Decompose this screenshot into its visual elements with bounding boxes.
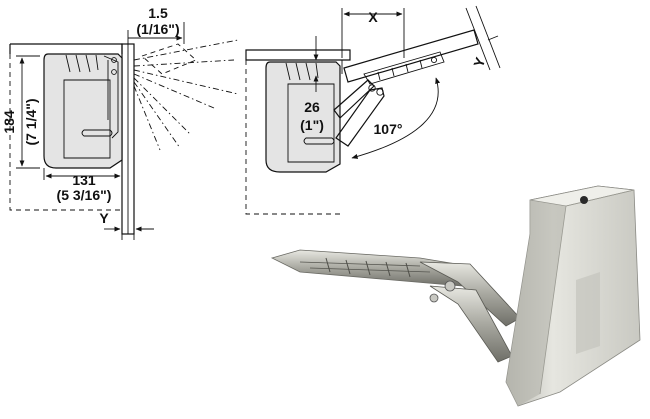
render-plate-detail (299, 261, 431, 273)
arm-pivot-2 (376, 88, 384, 96)
hinge-product-render (270, 185, 641, 407)
housing-slot-right (303, 137, 335, 145)
housing-inner-outline (63, 79, 111, 159)
depth-mm-label: 131 (72, 172, 96, 188)
render-arm-lower (429, 285, 513, 363)
cabinet-outline-dashed (9, 54, 122, 211)
cabinet-top-panel (9, 43, 123, 54)
cabinet-top-panel-right (245, 49, 351, 61)
gap-extension-lines (127, 22, 185, 44)
y-right-tick (487, 35, 499, 41)
hinge-arm-main (335, 87, 385, 147)
open-door-panel (343, 29, 479, 83)
gap-mm-label: 1.5 (148, 5, 168, 21)
door-swing-dashed (133, 39, 239, 151)
render-arm-upper (419, 261, 521, 327)
y-extension-lines (121, 212, 135, 240)
opening-angle-arc (351, 77, 441, 159)
depth-in-label: (5 3/16") (57, 187, 112, 203)
render-screw (580, 196, 588, 204)
arm-mm-label: 26 (304, 99, 320, 115)
hinge-mechanism-closed (103, 55, 119, 139)
opening-angle-label: 107° (374, 121, 403, 137)
door-plate-teeth (377, 59, 423, 81)
depth-extension-lines (43, 168, 123, 180)
x-top-label: X (368, 9, 378, 25)
render-pivot-2 (429, 293, 439, 303)
height-in-label: (7 1/4") (23, 98, 39, 145)
housing-body-closed (43, 53, 123, 169)
height-mm-label: 184 (1, 110, 17, 134)
door-pivot-1 (430, 56, 438, 64)
pivot-closed-1 (111, 57, 117, 63)
y-left-label: Y (99, 210, 109, 226)
housing-slot (81, 129, 113, 137)
pivot-closed-2 (111, 69, 117, 75)
render-housing-slot (576, 272, 600, 354)
render-housing-edge (539, 189, 635, 395)
cabinet-outline-dashed-right (245, 60, 340, 215)
arm-in-label: (1") (300, 117, 324, 133)
right-open-view: X Y 26 (1") 107° (245, 5, 501, 215)
housing-fins-right (285, 62, 319, 81)
housing-body-open (265, 61, 341, 173)
render-housing-side-shade (506, 200, 566, 406)
y-right-extension-lines (465, 5, 501, 71)
render-plate-ridges (325, 257, 411, 278)
x-extension-lines (341, 8, 405, 58)
height-dimension-line (16, 55, 40, 169)
y-right-label: Y (470, 55, 488, 70)
render-pivot-1 (444, 280, 456, 292)
housing-inner-outline-right (287, 83, 335, 163)
left-closed-view: 184 (7 1/4") 131 (5 3/16") Y 1.5 (1/16") (1, 5, 239, 240)
housing-fins (65, 54, 99, 73)
gap-in-label: (1/16") (136, 21, 179, 37)
